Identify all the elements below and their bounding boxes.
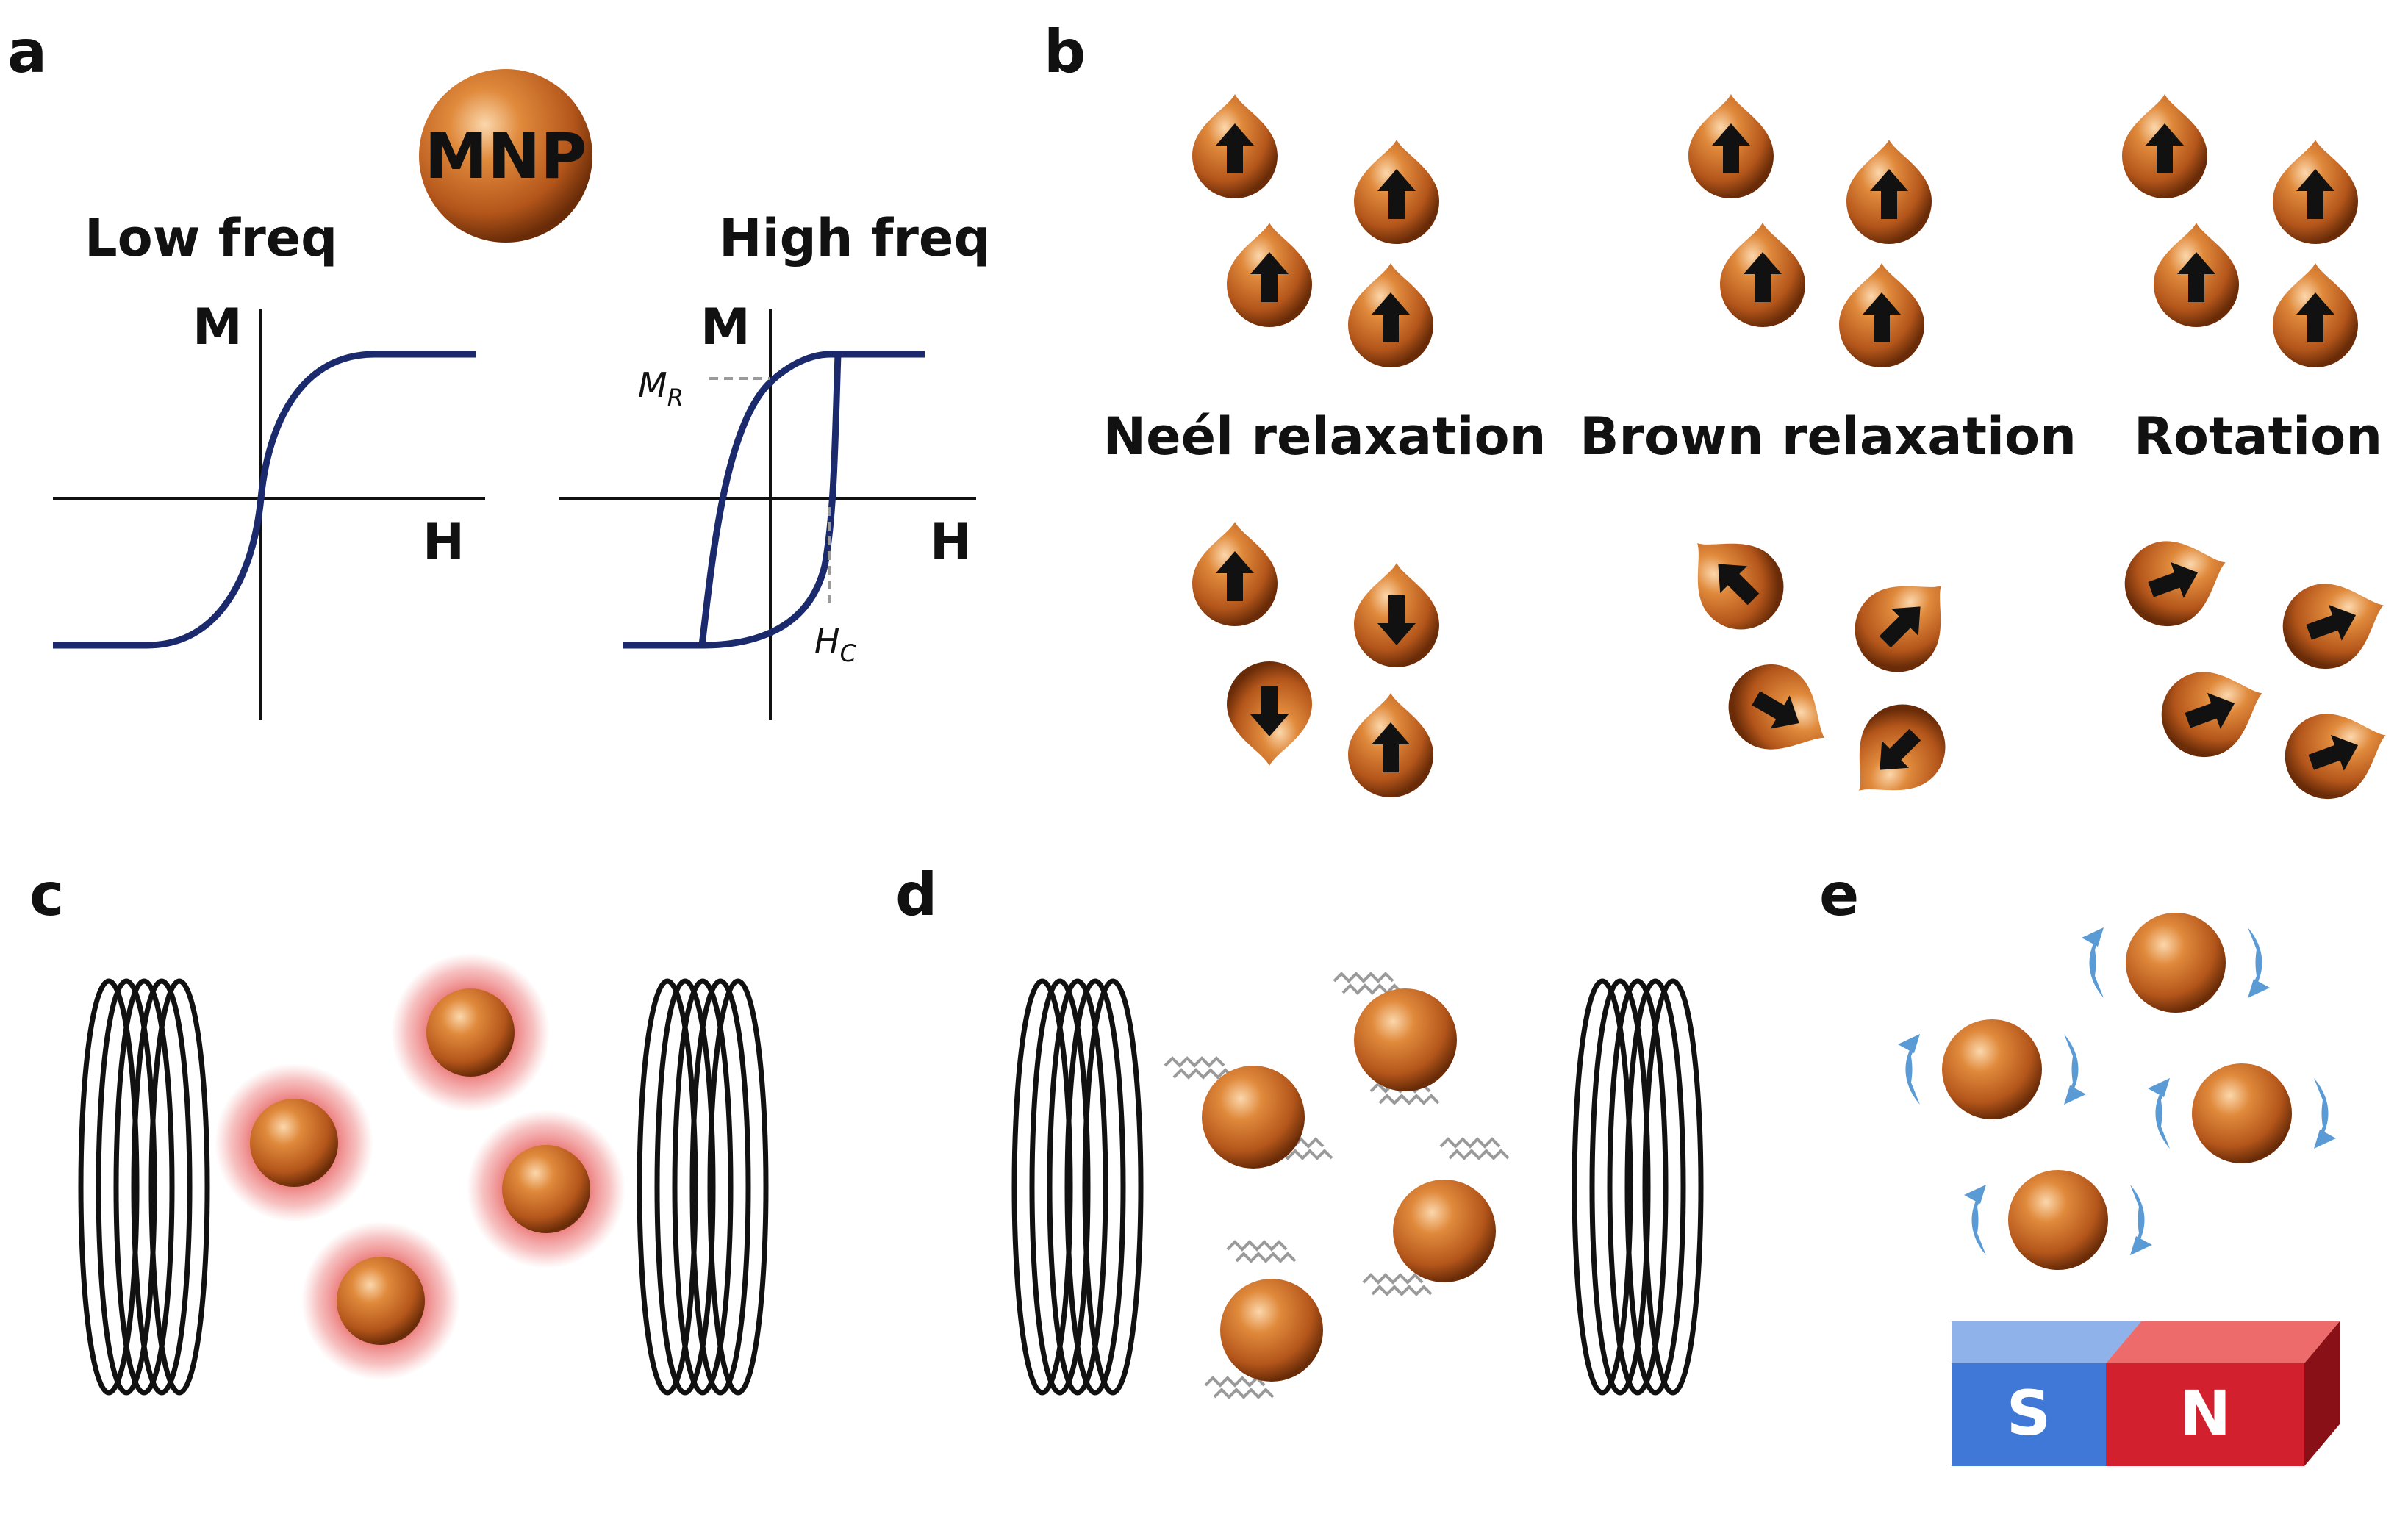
magnetization-curve-low [53,351,476,649]
column-title-neel: Neél relaxation [1103,406,1547,467]
magnet-south-label: S [2007,1377,2052,1449]
vibrating-particle-3 [1393,1180,1496,1282]
particle-rotation-bottom-1 [2113,522,2240,639]
particle-rotation-top-4 [2273,263,2358,367]
particle-brown-bottom-1 [1667,513,1802,647]
particle-rotation-top-1 [2122,94,2207,198]
hysteresis-upper-branch [623,351,925,649]
panel-label-b: b [1044,18,1086,86]
axis-m-high: M [700,298,750,356]
particle-rotation-top-3 [2154,223,2239,327]
hot-particle-1 [426,988,515,1077]
panel-label-d: d [895,861,937,929]
particle-rotation-top-2 [2273,140,2358,244]
mnp-sphere [419,69,592,243]
rotation-arrow-3-right [2314,1078,2336,1149]
panel-label-c: c [29,861,64,929]
panel-label-a: a [7,18,47,86]
magnet-north-side [2304,1321,2340,1466]
coil-left-c [81,981,207,1393]
particle-neel-bottom-1 [1192,522,1278,626]
panel-e: e S N [1819,861,2340,1466]
vibrating-particle-4 [1220,1279,1323,1382]
rotation-arrow-1-right [2248,927,2270,998]
axis-h-high: H [930,513,972,571]
particle-brown-bottom-2 [1837,556,1971,690]
particle-brown-bottom-3 [1713,648,1846,775]
rotating-particle-2 [1942,1019,2042,1119]
panel-a: a MNP Low freq M H High freq M MR HC H [7,18,990,720]
particle-neel-bottom-2 [1354,563,1439,667]
panel-b: b Neél relaxation Brown relaxation Rotat… [1044,18,2401,821]
panel-d: d [895,861,1701,1399]
coil-right-c [639,981,766,1393]
coercivity-label: HC [814,621,857,667]
axis-m-low: M [193,298,243,356]
hot-particle-2 [250,1099,338,1187]
mnp-label: MNP [425,120,587,193]
particle-neel-top-4 [1348,263,1433,367]
column-title-rotation: Rotation [2134,406,2382,467]
particle-rotation-bottom-4 [2273,694,2401,811]
rotating-particle-1 [2126,913,2226,1013]
rotation-arrow-2-left [1898,1034,1920,1105]
hot-particle-4 [337,1257,425,1345]
remanence-label: MR [638,365,684,412]
particle-brown-top-2 [1846,140,1932,244]
particle-brown-top-1 [1688,94,1774,198]
bar-magnet: S N [1952,1321,2340,1466]
vibration-lines-4a [1226,1241,1297,1263]
particle-rotation-bottom-2 [2271,564,2398,681]
particle-brown-bottom-4 [1829,686,1963,821]
rotating-particle-3 [2192,1063,2292,1163]
vibration-lines-3b [1362,1274,1433,1296]
particle-neel-top-3 [1227,223,1312,327]
hysteresis-lower-branch [701,353,842,649]
magnet-south-top [1952,1321,2141,1363]
magnet-north-label: N [2179,1377,2231,1449]
panel-c: c [29,861,766,1393]
magnet-south-face [1952,1363,2106,1466]
coil-left-d [1014,981,1141,1393]
rotation-arrow-4-left [1964,1185,1986,1255]
rotating-particle-4 [2008,1170,2108,1270]
vibration-lines-2a [1164,1057,1234,1079]
vibrating-particle-1 [1354,988,1457,1091]
rotation-arrow-2-right [2064,1034,2086,1105]
hot-particle-3 [502,1145,590,1233]
rotation-arrow-3-left [2148,1078,2170,1149]
high-freq-title: High freq [719,208,990,268]
vibration-lines-3a [1439,1138,1510,1160]
particle-brown-top-3 [1720,223,1805,327]
low-freq-title: Low freq [85,208,337,268]
particle-neel-top-2 [1354,140,1439,244]
particle-neel-bottom-4 [1348,693,1433,797]
column-title-brown: Brown relaxation [1580,406,2076,467]
coil-right-d [1574,981,1701,1393]
panel-label-e: e [1819,861,1859,929]
particle-neel-bottom-3 [1227,661,1312,766]
axis-h-low: H [423,513,465,571]
particle-brown-top-4 [1839,263,1924,367]
rotation-arrow-1-left [2082,927,2104,998]
magnet-north-top [2106,1321,2340,1363]
rotation-arrow-4-right [2130,1185,2152,1255]
vibrating-particle-2 [1202,1066,1305,1169]
magnet-north-face [2106,1363,2304,1466]
vibration-lines-1a [1333,972,1403,994]
particle-rotation-bottom-3 [2149,653,2277,769]
particle-neel-top-1 [1192,94,1278,198]
